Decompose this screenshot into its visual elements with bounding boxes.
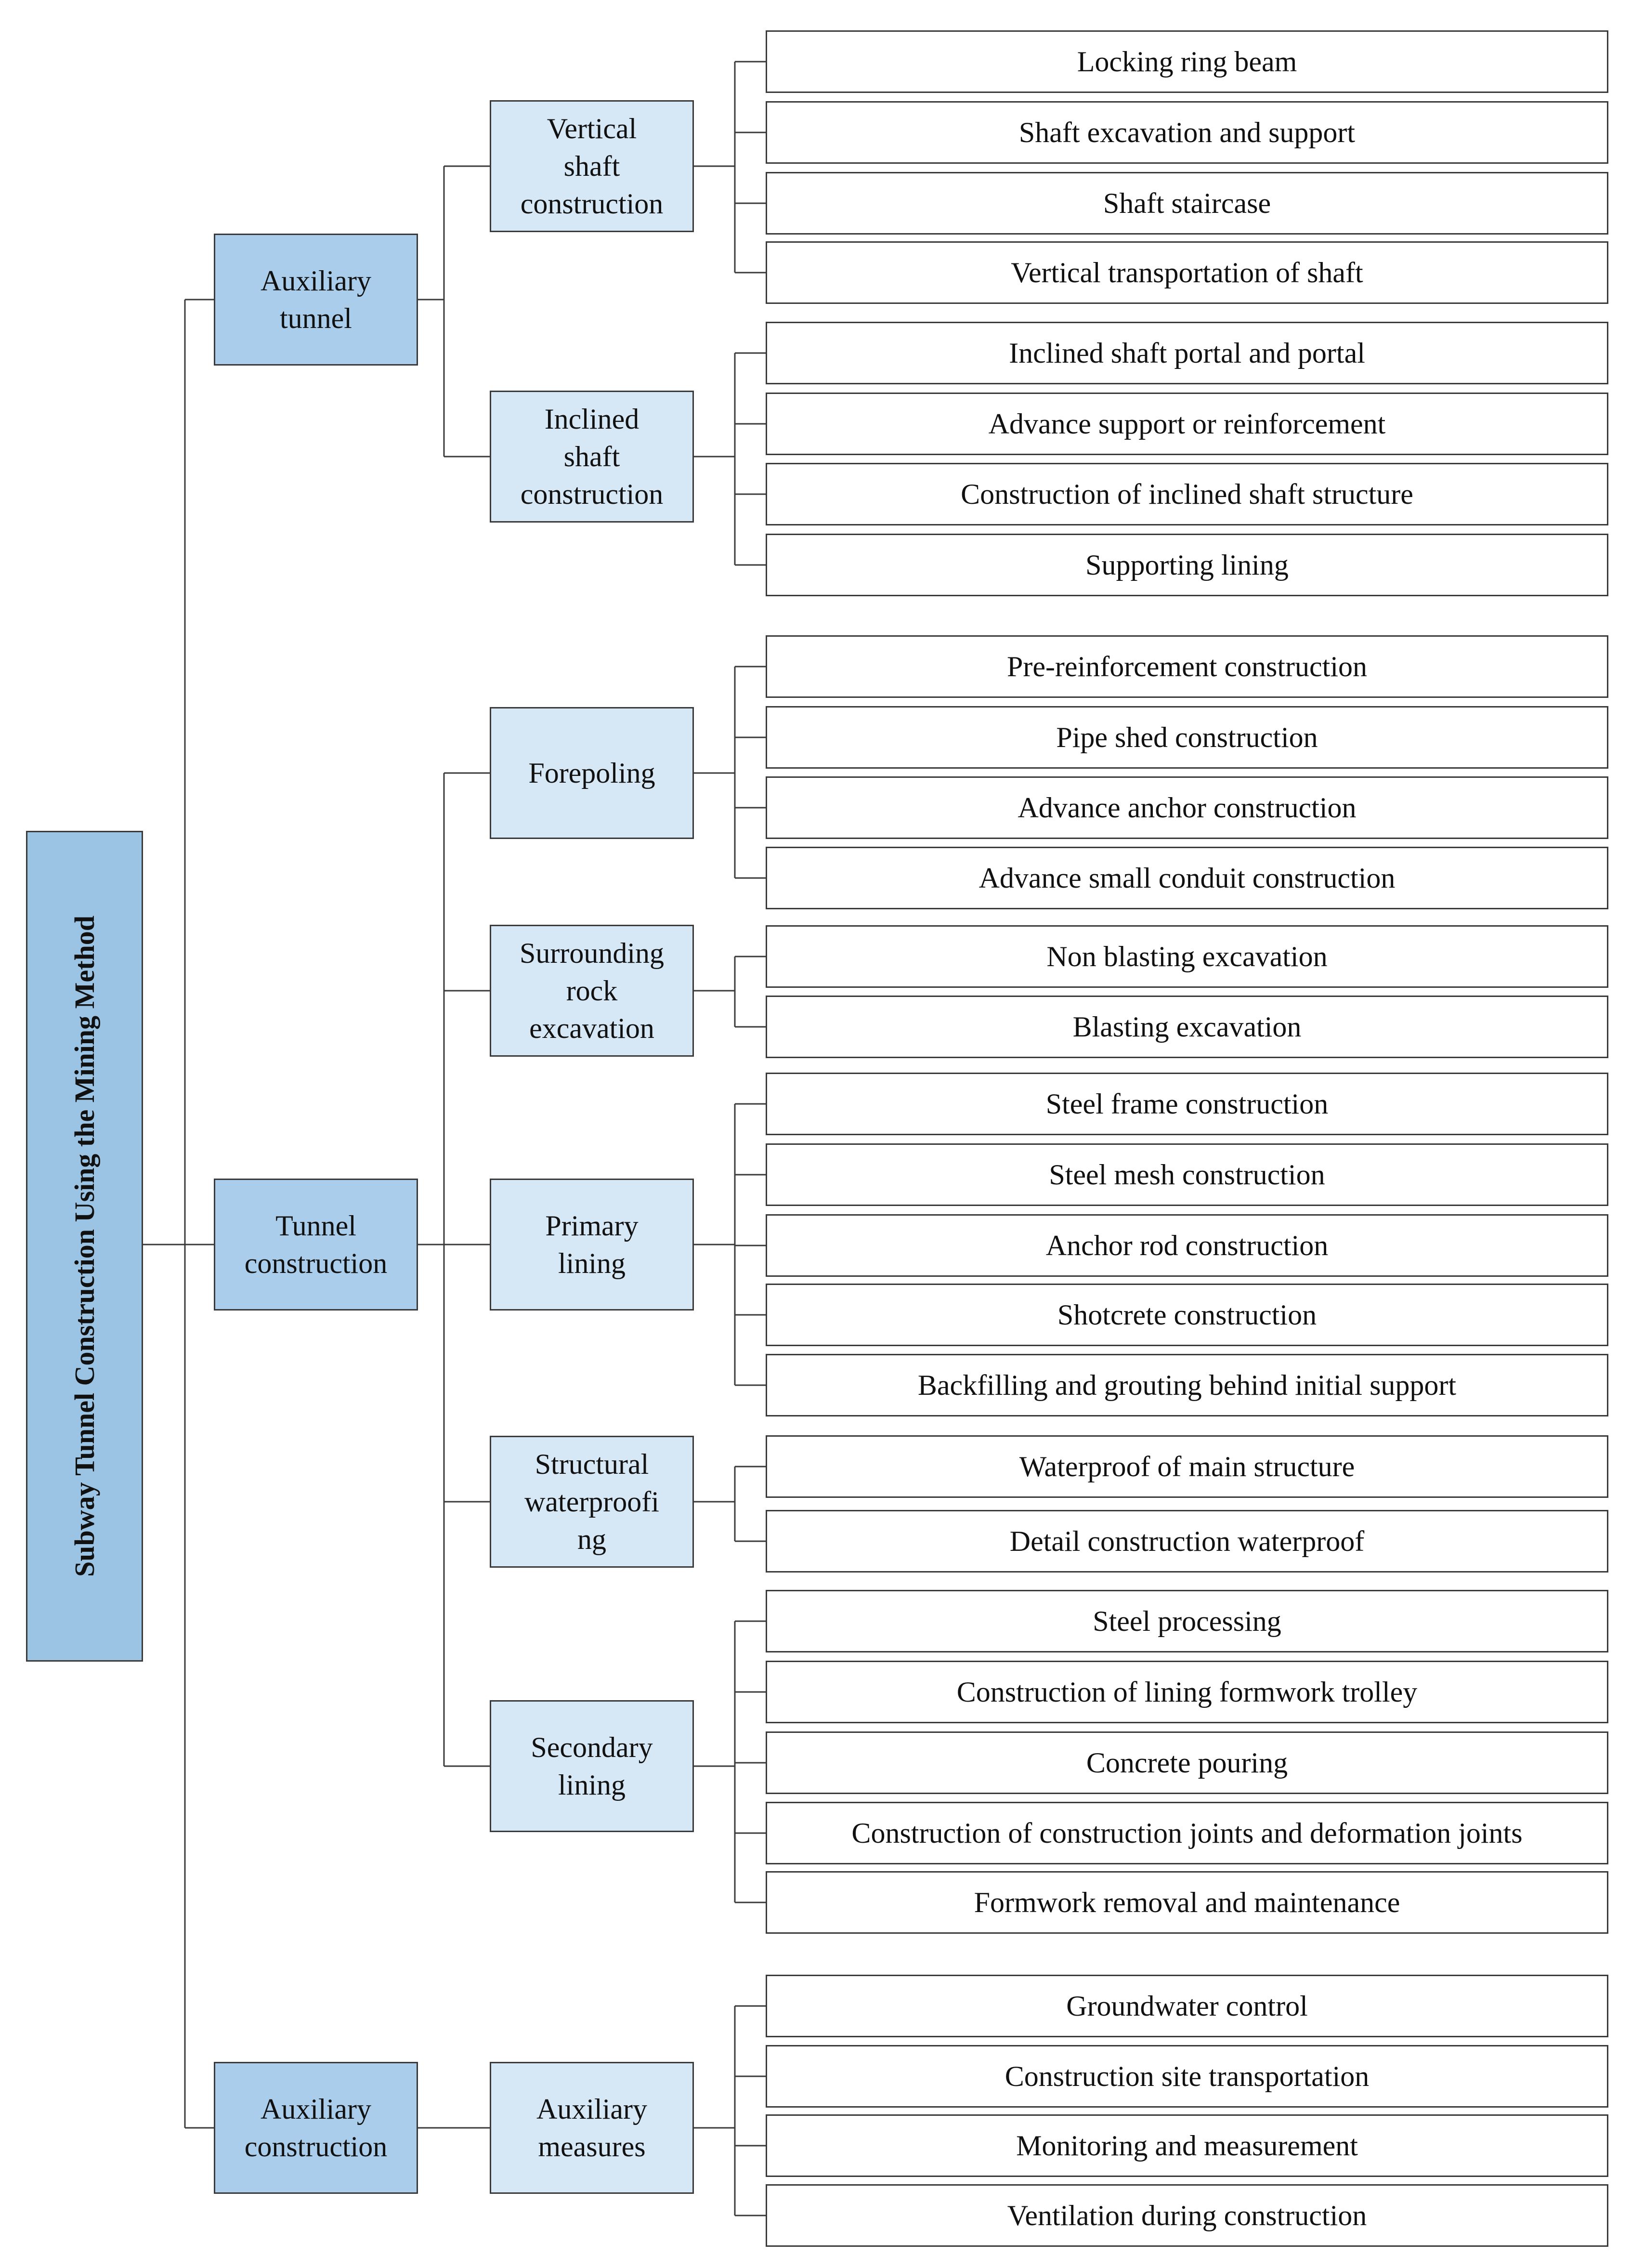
task-node: Shaft excavation and support <box>766 101 1608 164</box>
task-node: Steel frame construction <box>766 1073 1608 1135</box>
task-node: Pre-reinforcement construction <box>766 635 1608 698</box>
task-node: Anchor rod construction <box>766 1214 1608 1277</box>
task-node: Steel mesh construction <box>766 1143 1608 1206</box>
task-node: Pipe shed construction <box>766 706 1608 769</box>
task-node: Advance small conduit construction <box>766 847 1608 909</box>
task-node: Inclined shaft portal and portal <box>766 322 1608 384</box>
task-node: Construction of construction joints and … <box>766 1802 1608 1864</box>
task-node: Locking ring beam <box>766 30 1608 93</box>
task-node: Detail construction waterproof <box>766 1510 1608 1573</box>
task-node: Non blasting excavation <box>766 925 1608 988</box>
task-node: Formwork removal and maintenance <box>766 1871 1608 1934</box>
task-node: Concrete pouring <box>766 1731 1608 1794</box>
task-node: Monitoring and measurement <box>766 2114 1608 2177</box>
task-node: Vertical transportation of shaft <box>766 241 1608 304</box>
task-node: Construction of inclined shaft structure <box>766 463 1608 525</box>
task-node: Groundwater control <box>766 1975 1608 2037</box>
root-node: Subway Tunnel Construction Using the Min… <box>26 831 143 1662</box>
task-node: Shaft staircase <box>766 172 1608 235</box>
task-node: Shotcrete construction <box>766 1284 1608 1346</box>
task-node: Waterproof of main structure <box>766 1435 1608 1498</box>
task-node: Advance support or reinforcement <box>766 393 1608 455</box>
task-node: Construction site transportation <box>766 2045 1608 2108</box>
category-node: Forepoling <box>490 707 694 839</box>
task-node: Steel processing <box>766 1590 1608 1652</box>
root-node-label: Subway Tunnel Construction Using the Min… <box>69 916 100 1577</box>
task-node: Construction of lining formwork trolley <box>766 1661 1608 1723</box>
task-node: Advance anchor construction <box>766 776 1608 839</box>
task-node: Ventilation during construction <box>766 2184 1608 2247</box>
task-node: Supporting lining <box>766 534 1608 596</box>
task-node: Backfilling and grouting behind initial … <box>766 1354 1608 1416</box>
task-node: Blasting excavation <box>766 996 1608 1058</box>
